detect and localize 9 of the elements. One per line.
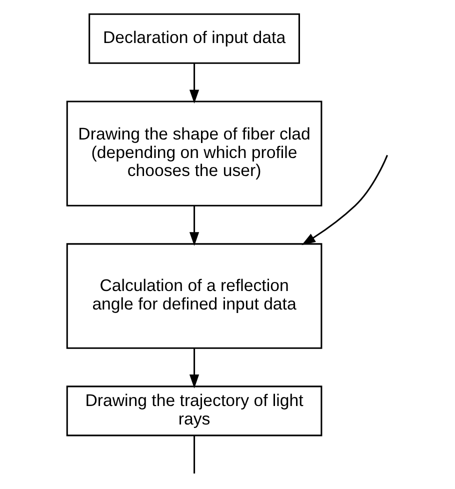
node-box: Drawing the shape of fiber clad (depending on which profile chooses the user) bbox=[66, 100, 322, 206]
arrow bbox=[302, 154, 388, 246]
connector bbox=[194, 436, 196, 474]
node-box: Calculation of a reflection angle for defined input data bbox=[66, 243, 322, 349]
arrow bbox=[189, 348, 200, 388]
node-box: Drawing the trajectory of light rays bbox=[66, 386, 322, 436]
node-box: Declaration of input data bbox=[88, 13, 300, 64]
arrow bbox=[189, 206, 200, 246]
arrow bbox=[189, 63, 200, 104]
